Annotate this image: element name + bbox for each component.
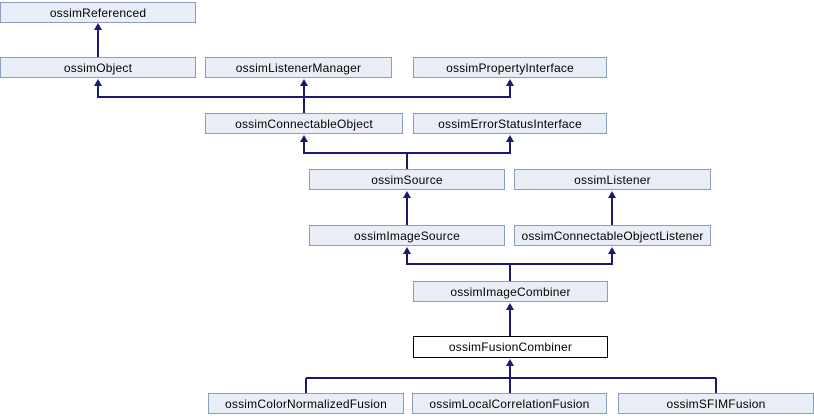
node-ossimErrorStatusInterface[interactable]: ossimErrorStatusInterface [413,113,607,134]
node-ossimConnectableObjectListener[interactable]: ossimConnectableObjectListener [514,225,711,246]
node-ossimReferenced[interactable]: ossimReferenced [0,2,196,23]
node-ossimImageCombiner[interactable]: ossimImageCombiner [413,281,608,302]
edge-ossimSource-to-ossimConnectableObject-ossimErrorStatusInterface [300,135,514,169]
node-ossimPropertyInterface[interactable]: ossimPropertyInterface [413,57,607,78]
arrowhead [506,359,514,366]
node-ossimListener[interactable]: ossimListener [514,169,711,190]
node-ossimImageSource[interactable]: ossimImageSource [309,225,505,246]
arrowhead [94,23,102,30]
node-ossimSource[interactable]: ossimSource [309,169,505,190]
arrowhead [608,247,616,254]
edge-ossimFusionCombiner-to-ossimImageCombiner [506,303,514,336]
arrowhead [300,79,308,86]
edge-ossimConnectableObjectListener-to-ossimListener [608,191,616,225]
edge-children-to-ossimFusionCombiner [305,359,717,393]
edge-ossimImageSource-to-ossimSource [403,191,411,225]
node-ossimFusionCombiner: ossimFusionCombiner [413,336,608,358]
edge-ossimConnectableObject-to-ossimObject-ossimListenerManager-ossimPropertyInterface [94,79,514,113]
edge-ossimObject-to-ossimReferenced [94,23,102,57]
arrowhead [506,303,514,310]
node-ossimConnectableObject[interactable]: ossimConnectableObject [205,113,403,134]
arrowhead [300,135,308,142]
arrowhead [403,191,411,198]
node-ossimColorNormalizedFusion[interactable]: ossimColorNormalizedFusion [208,393,404,414]
node-ossimLocalCorrelationFusion[interactable]: ossimLocalCorrelationFusion [412,393,607,414]
arrowhead [608,191,616,198]
node-ossimListenerManager[interactable]: ossimListenerManager [205,57,392,78]
node-ossimObject[interactable]: ossimObject [0,57,196,78]
arrowhead [506,79,514,86]
node-ossimSFIMFusion[interactable]: ossimSFIMFusion [618,393,814,414]
arrowhead [403,247,411,254]
arrowhead [94,79,102,86]
arrowhead [506,135,514,142]
edge-ossimImageCombiner-to-ossimImageSource-ossimConnectableObjectListener [403,247,616,281]
